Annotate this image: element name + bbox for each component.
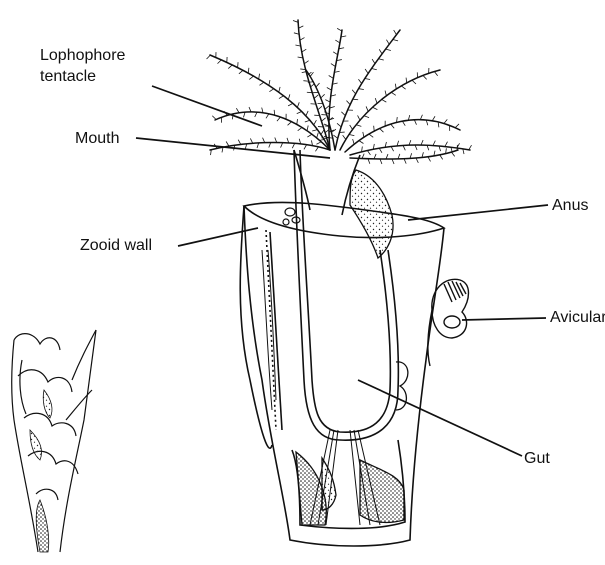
- stippled-tissue: [296, 170, 404, 525]
- leader-anus: [408, 205, 548, 220]
- label-lophophore-line1: Lophophore: [40, 46, 125, 65]
- leader-avicularia: [462, 318, 546, 320]
- leader-lines: [136, 86, 548, 456]
- rim-cells: [283, 208, 300, 225]
- zooid-body: [240, 202, 444, 546]
- label-lophophore-line2: tentacle: [40, 67, 96, 86]
- label-zooid-wall: Zooid wall: [80, 236, 152, 255]
- avicularia: [428, 279, 469, 366]
- label-anus: Anus: [552, 196, 588, 215]
- tentacle-cilia: [207, 21, 472, 164]
- lophophore-tentacles: [210, 20, 470, 159]
- leader-mouth: [136, 138, 330, 158]
- label-avicularia: Avicularia: [550, 308, 605, 327]
- label-mouth: Mouth: [75, 129, 119, 148]
- leader-lophophore: [152, 86, 262, 126]
- colony-inset: [12, 330, 96, 552]
- leader-gut: [358, 380, 522, 456]
- label-gut: Gut: [524, 449, 550, 468]
